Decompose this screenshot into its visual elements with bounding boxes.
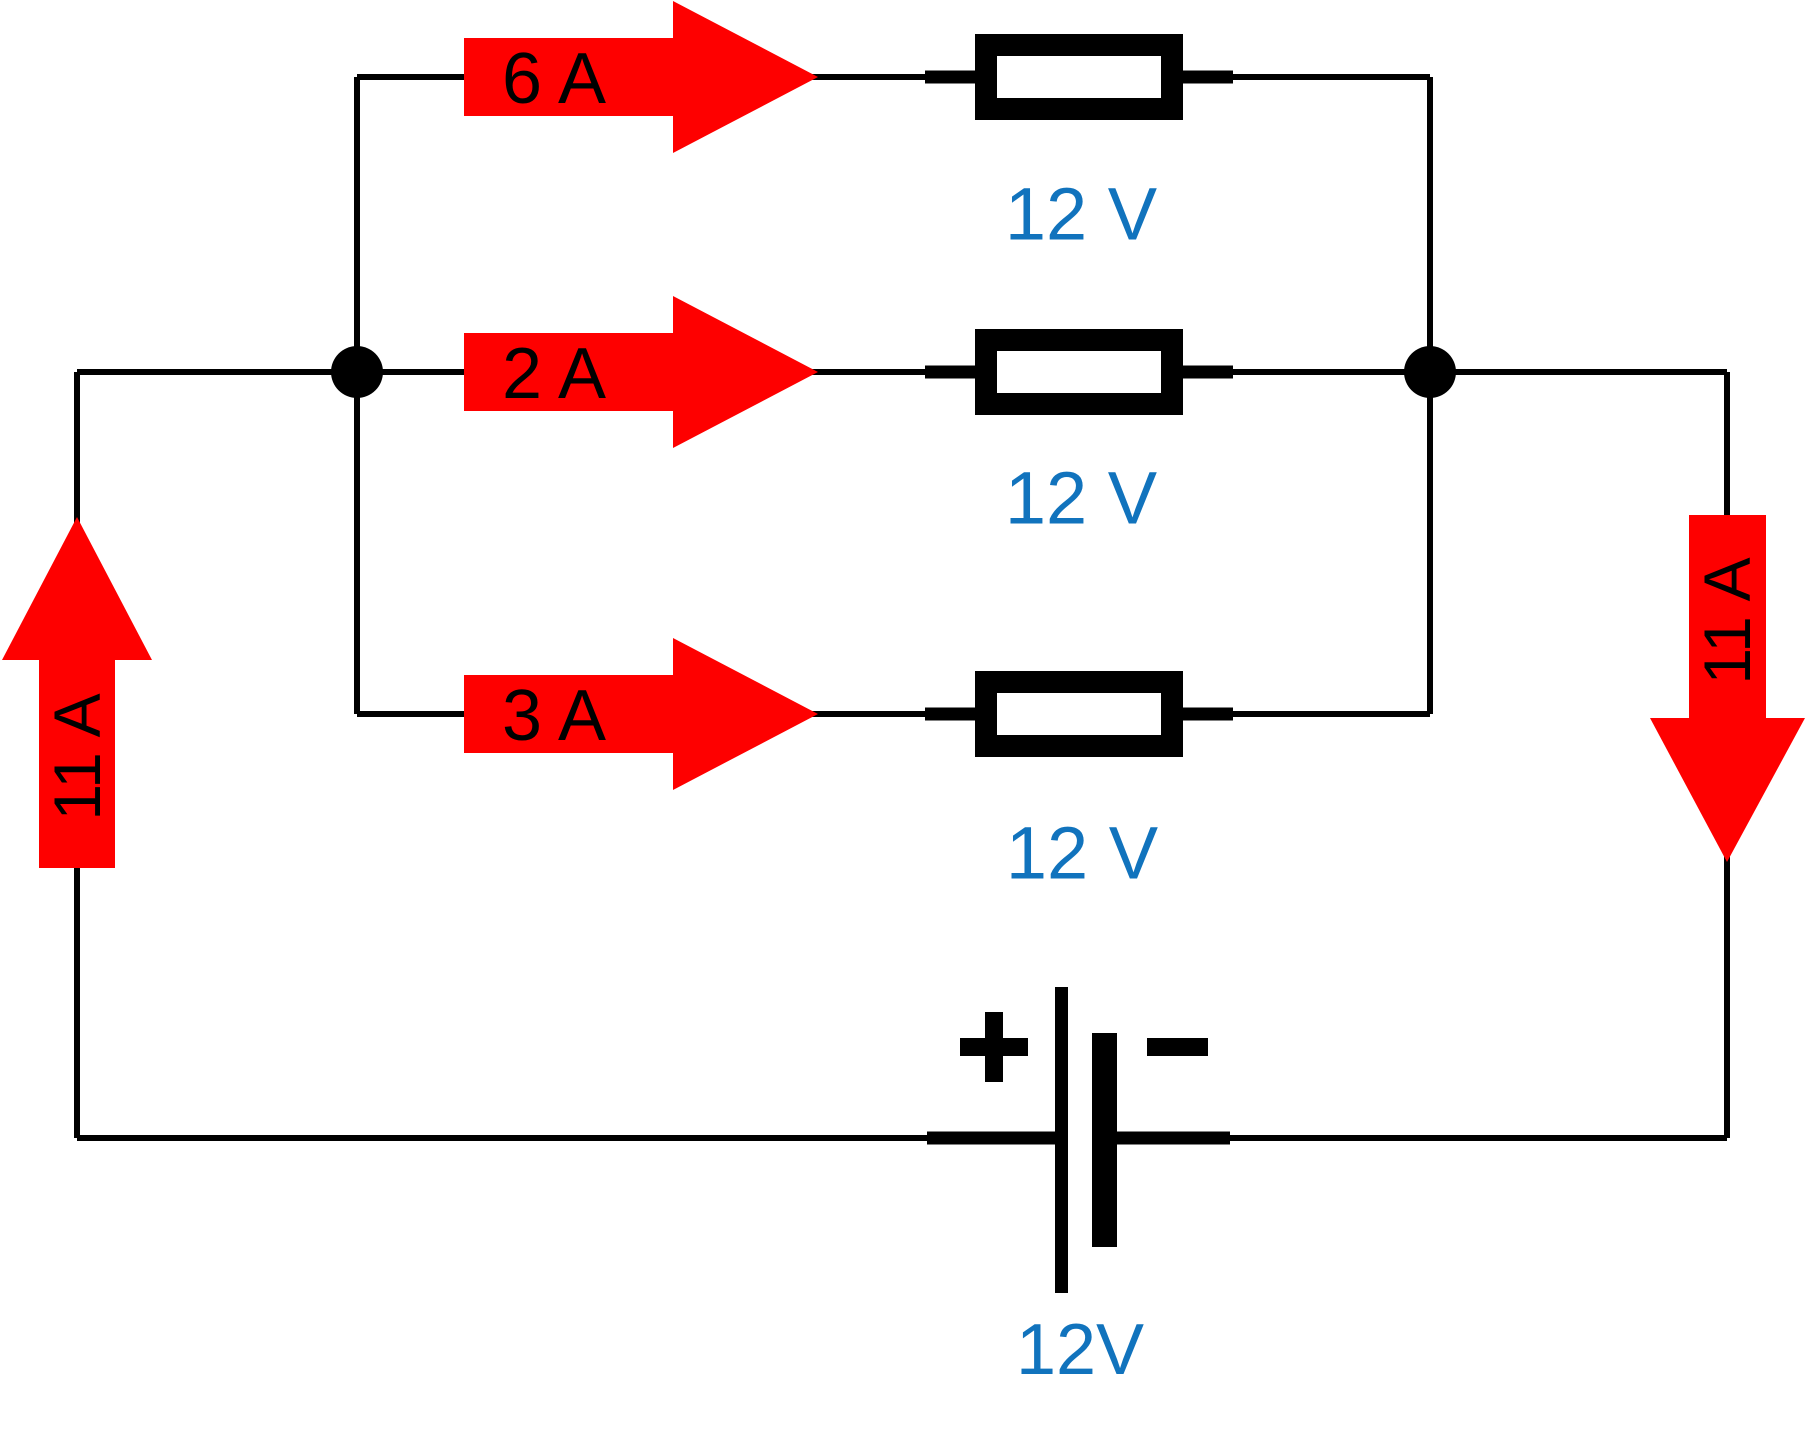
arrow-body [464,675,673,753]
total-current-arrow-right: 11 A [1650,515,1805,862]
current-arrow-branch1: 6 A [464,1,818,153]
battery-voltage-label: 12V [1016,1310,1144,1390]
arrow-body [1689,515,1766,718]
arrow-head-icon [2,517,152,660]
resistor-1 [975,34,1183,120]
total-current-arrow-left: 11 A [2,517,152,868]
arrow-head-icon [673,1,818,153]
branch1-current-label: 6 A [502,39,606,119]
junction-dot-right [1404,346,1456,398]
total-current-label-right: 11 A [1690,557,1764,684]
current-arrow-branch2: 2 A [464,296,818,448]
battery-positive-plate [1055,987,1068,1293]
arrow-head-icon [1650,718,1805,862]
branch2-voltage-label: 12 V [1005,457,1158,540]
resistor-2 [975,329,1183,415]
battery-plus-icon [960,1012,1028,1082]
resistor-group [975,34,1183,757]
junction-dot-left [331,346,383,398]
arrow-head-icon [673,296,818,448]
branch3-voltage-label: 12 V [1006,812,1159,895]
lead-stub-group [925,70,1233,1145]
current-arrow-branch3: 3 A [464,638,818,790]
resistor-3 [975,671,1183,757]
arrow-body [39,660,115,868]
arrow-body [464,38,673,116]
arrow-head-icon [673,638,818,790]
battery-negative-plate [1092,1033,1117,1247]
arrow-body [464,333,673,411]
branch1-voltage-label: 12 V [1005,173,1158,256]
branch2-current-label: 2 A [502,334,606,414]
wire-group [74,74,1730,1141]
battery-symbol: 12V [960,987,1208,1390]
branch3-current-label: 3 A [502,676,606,756]
total-current-label-left: 11 A [40,693,114,820]
